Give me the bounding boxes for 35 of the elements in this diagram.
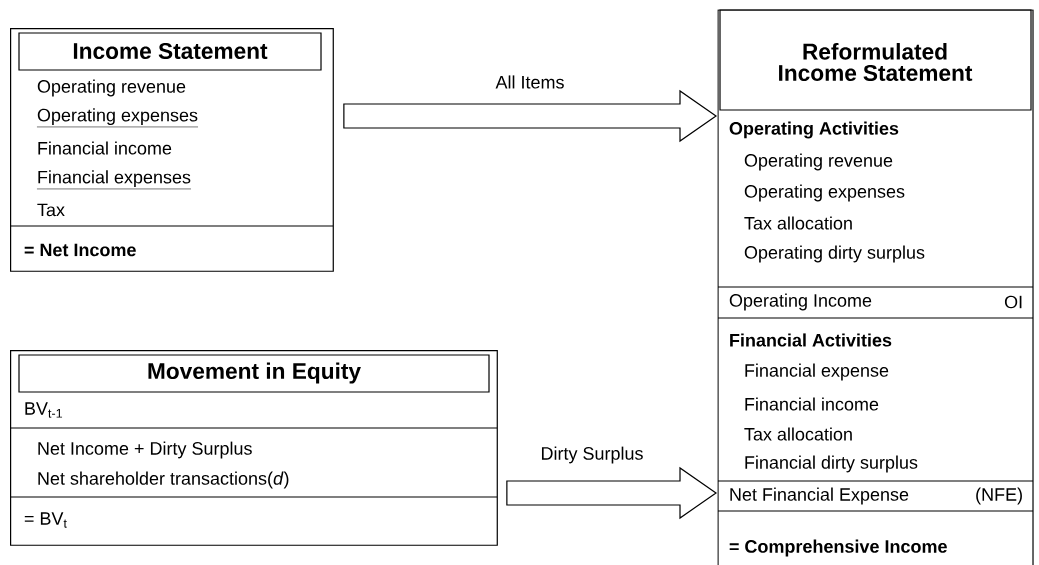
line-item: Operating revenue bbox=[37, 79, 186, 97]
line-item: Financial expense bbox=[745, 363, 889, 381]
statement-box bbox=[717, 9, 1034, 565]
line-item: BV$_{t-1}$ bbox=[25, 402, 63, 418]
edge-label: Dirty Surplus bbox=[542, 446, 643, 464]
line-item: Financial income bbox=[745, 397, 879, 411]
line-item: Financial dirty surplus bbox=[745, 455, 918, 473]
line-item: Net shareholder transactions(d) bbox=[38, 471, 289, 489]
line-item: Tax allocation bbox=[744, 427, 852, 441]
line-item: (NFE) bbox=[976, 487, 1022, 505]
section-heading: = Net Income bbox=[24, 243, 136, 257]
section-heading: = Comprehensive Income bbox=[729, 539, 947, 557]
box-title: Movement in Equity bbox=[148, 362, 361, 384]
line-item: OI bbox=[1004, 295, 1022, 309]
line-item: = BV$_{t}$ bbox=[24, 512, 67, 528]
statement-box bbox=[9, 350, 498, 546]
line-item: Financial income bbox=[38, 141, 172, 155]
edge-label: All Items bbox=[495, 75, 564, 89]
line-item: Operating expenses bbox=[744, 184, 905, 202]
statement-box bbox=[9, 28, 334, 272]
section-heading: Financial Activities bbox=[730, 333, 892, 347]
line-item: Tax bbox=[37, 203, 65, 217]
line-item: Net Financial Expense bbox=[730, 487, 909, 505]
section-heading: Operating Activities bbox=[729, 121, 899, 139]
line-item: Net Income + Dirty Surplus bbox=[38, 441, 252, 459]
block-arrow bbox=[506, 466, 718, 520]
box-title: Reformulated Income Statement bbox=[779, 43, 973, 81]
block-arrow bbox=[343, 89, 718, 143]
line-item: Tax allocation bbox=[744, 216, 852, 230]
line-item: Operating expenses bbox=[36, 108, 199, 128]
line-item: Operating revenue bbox=[744, 153, 893, 171]
line-item: Operating Income bbox=[729, 293, 872, 311]
box-title: Income Statement bbox=[73, 43, 268, 60]
line-item: Operating dirty surplus bbox=[744, 245, 925, 263]
line-item: Financial expenses bbox=[36, 170, 192, 190]
